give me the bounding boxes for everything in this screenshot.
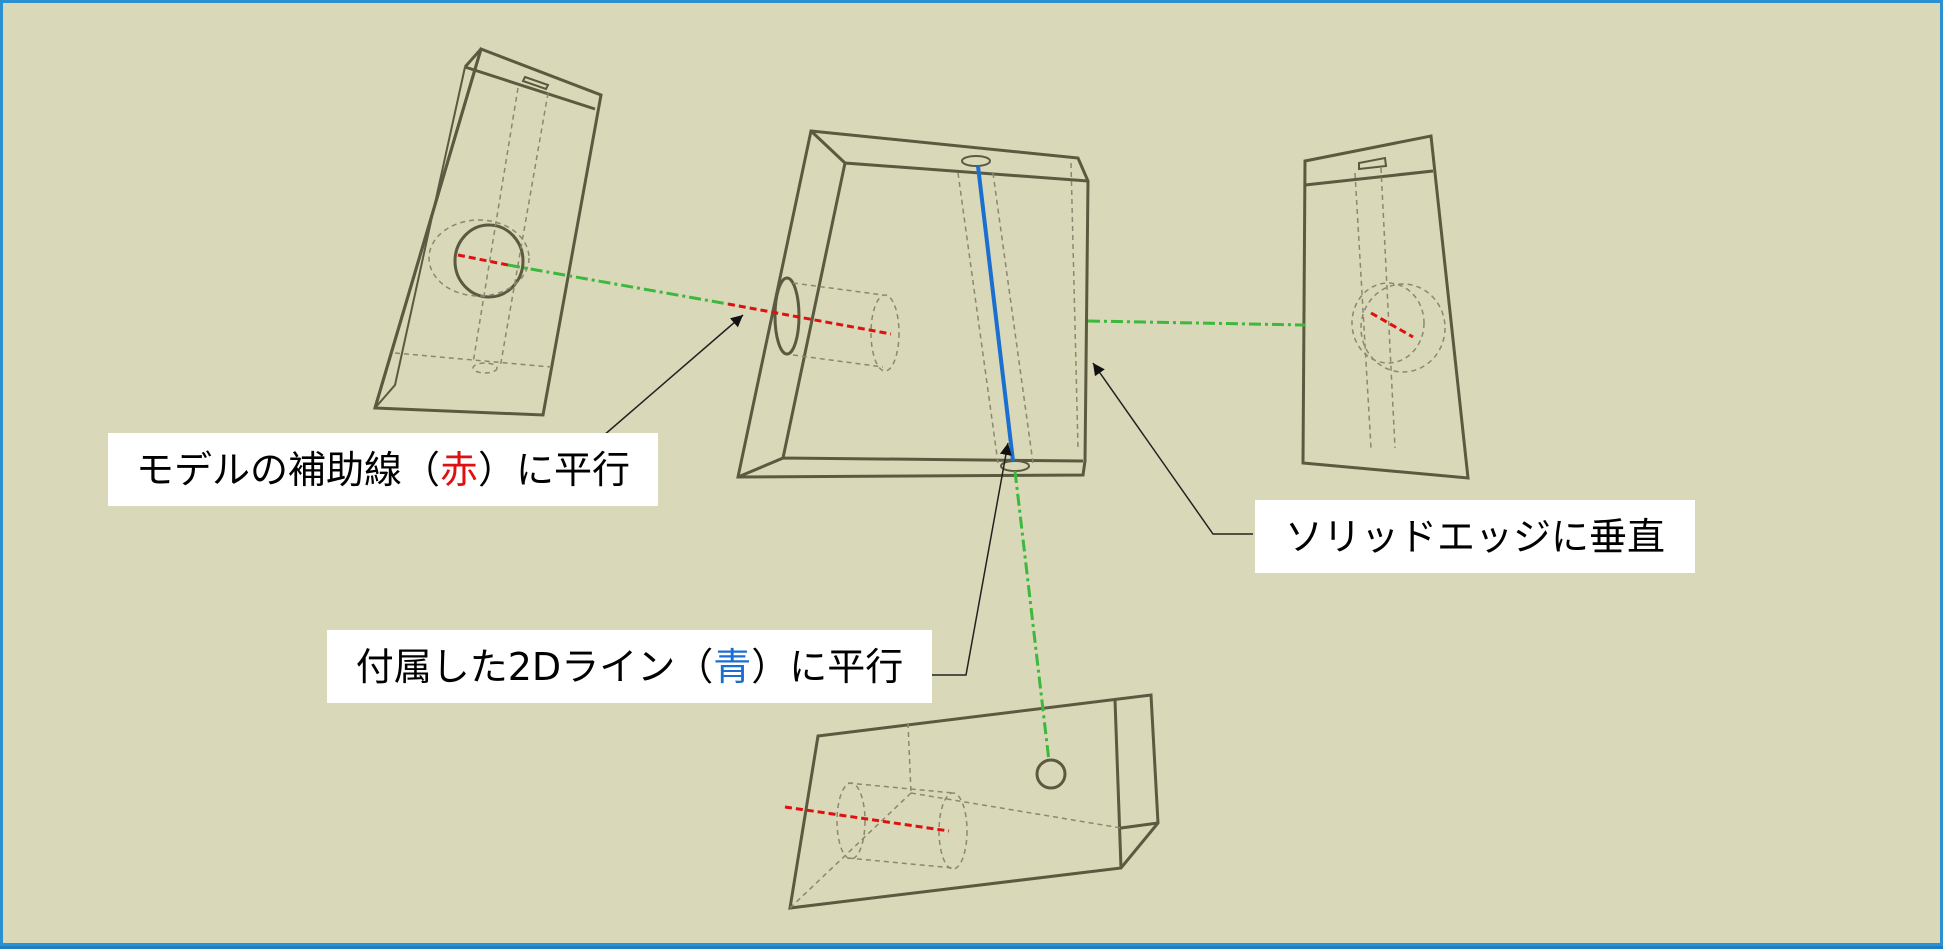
attached-2d-line-blue <box>976 165 1015 462</box>
side-view-right <box>1301 134 1470 480</box>
callout-parallel-2d-highlight: 青 <box>713 644 752 689</box>
callout-perpendicular-edge: ソリッドエッジに垂直 <box>1255 500 1695 573</box>
callout-parallel-model-highlight: 赤 <box>439 447 478 492</box>
callout-parallel-model: モデルの補助線（赤）に平行 <box>108 433 658 506</box>
main-isometric-view <box>736 129 1090 479</box>
leader-parallel-2d <box>926 442 1012 676</box>
callout-perpendicular-edge-text: ソリッドエッジに垂直 <box>1284 514 1665 559</box>
leader-perpendicular-edge <box>1092 362 1253 535</box>
aux-lines-red <box>457 253 1414 833</box>
leader-lines <box>602 314 1253 676</box>
side-view-left <box>373 47 603 417</box>
callout-parallel-model-suffix: ）に平行 <box>478 447 631 492</box>
callout-parallel-2d-suffix: ）に平行 <box>751 644 904 689</box>
callout-parallel-2d-prefix: 付属した2Dライン（ <box>355 644 714 689</box>
callout-parallel-model-prefix: モデルの補助線（ <box>135 447 440 492</box>
bottom-view <box>788 693 1160 910</box>
projection-lines-green <box>507 263 1306 762</box>
leader-parallel-model <box>602 314 744 437</box>
drawing-canvas <box>373 47 1470 910</box>
callout-parallel-2d: 付属した2Dライン（青）に平行 <box>327 630 932 703</box>
